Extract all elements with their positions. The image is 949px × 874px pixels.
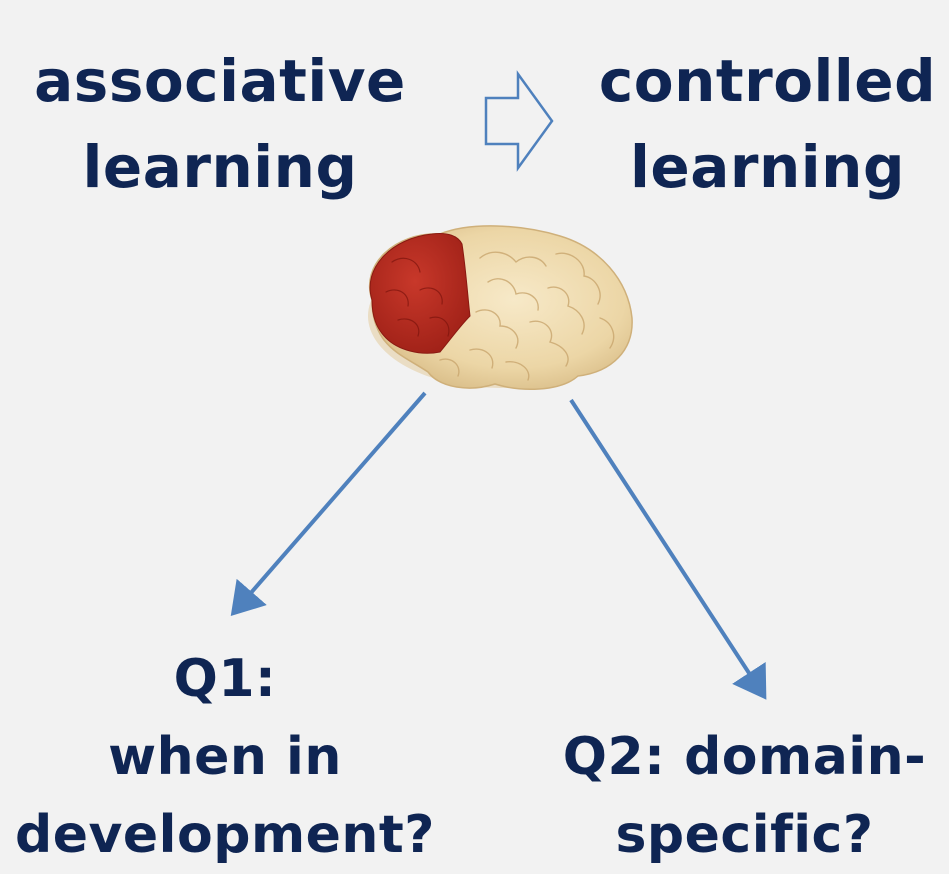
controlled-line2: learning (630, 133, 905, 201)
arrow-to-q2 (569, 398, 767, 700)
question1-label: Q1: when in development? (0, 640, 450, 874)
controlled-line1: controlled (598, 47, 937, 115)
q2-line1: Q2: domain- (562, 727, 927, 787)
q1-line1: Q1: (173, 649, 277, 709)
q2-line2: specific? (615, 805, 874, 865)
associative-line1: associative (34, 47, 406, 115)
question2-label: Q2: domain- specific? (540, 718, 949, 874)
q1-line3: development? (15, 805, 435, 865)
associative-line2: learning (82, 133, 358, 201)
arrow-to-q1 (230, 391, 427, 617)
associative-learning-label: associative learning (30, 38, 410, 210)
hollow-right-arrow-icon (484, 70, 554, 172)
controlled-learning-label: controlled learning (590, 38, 945, 210)
q1-line2: when in (108, 727, 342, 787)
brain-icon (368, 225, 633, 390)
